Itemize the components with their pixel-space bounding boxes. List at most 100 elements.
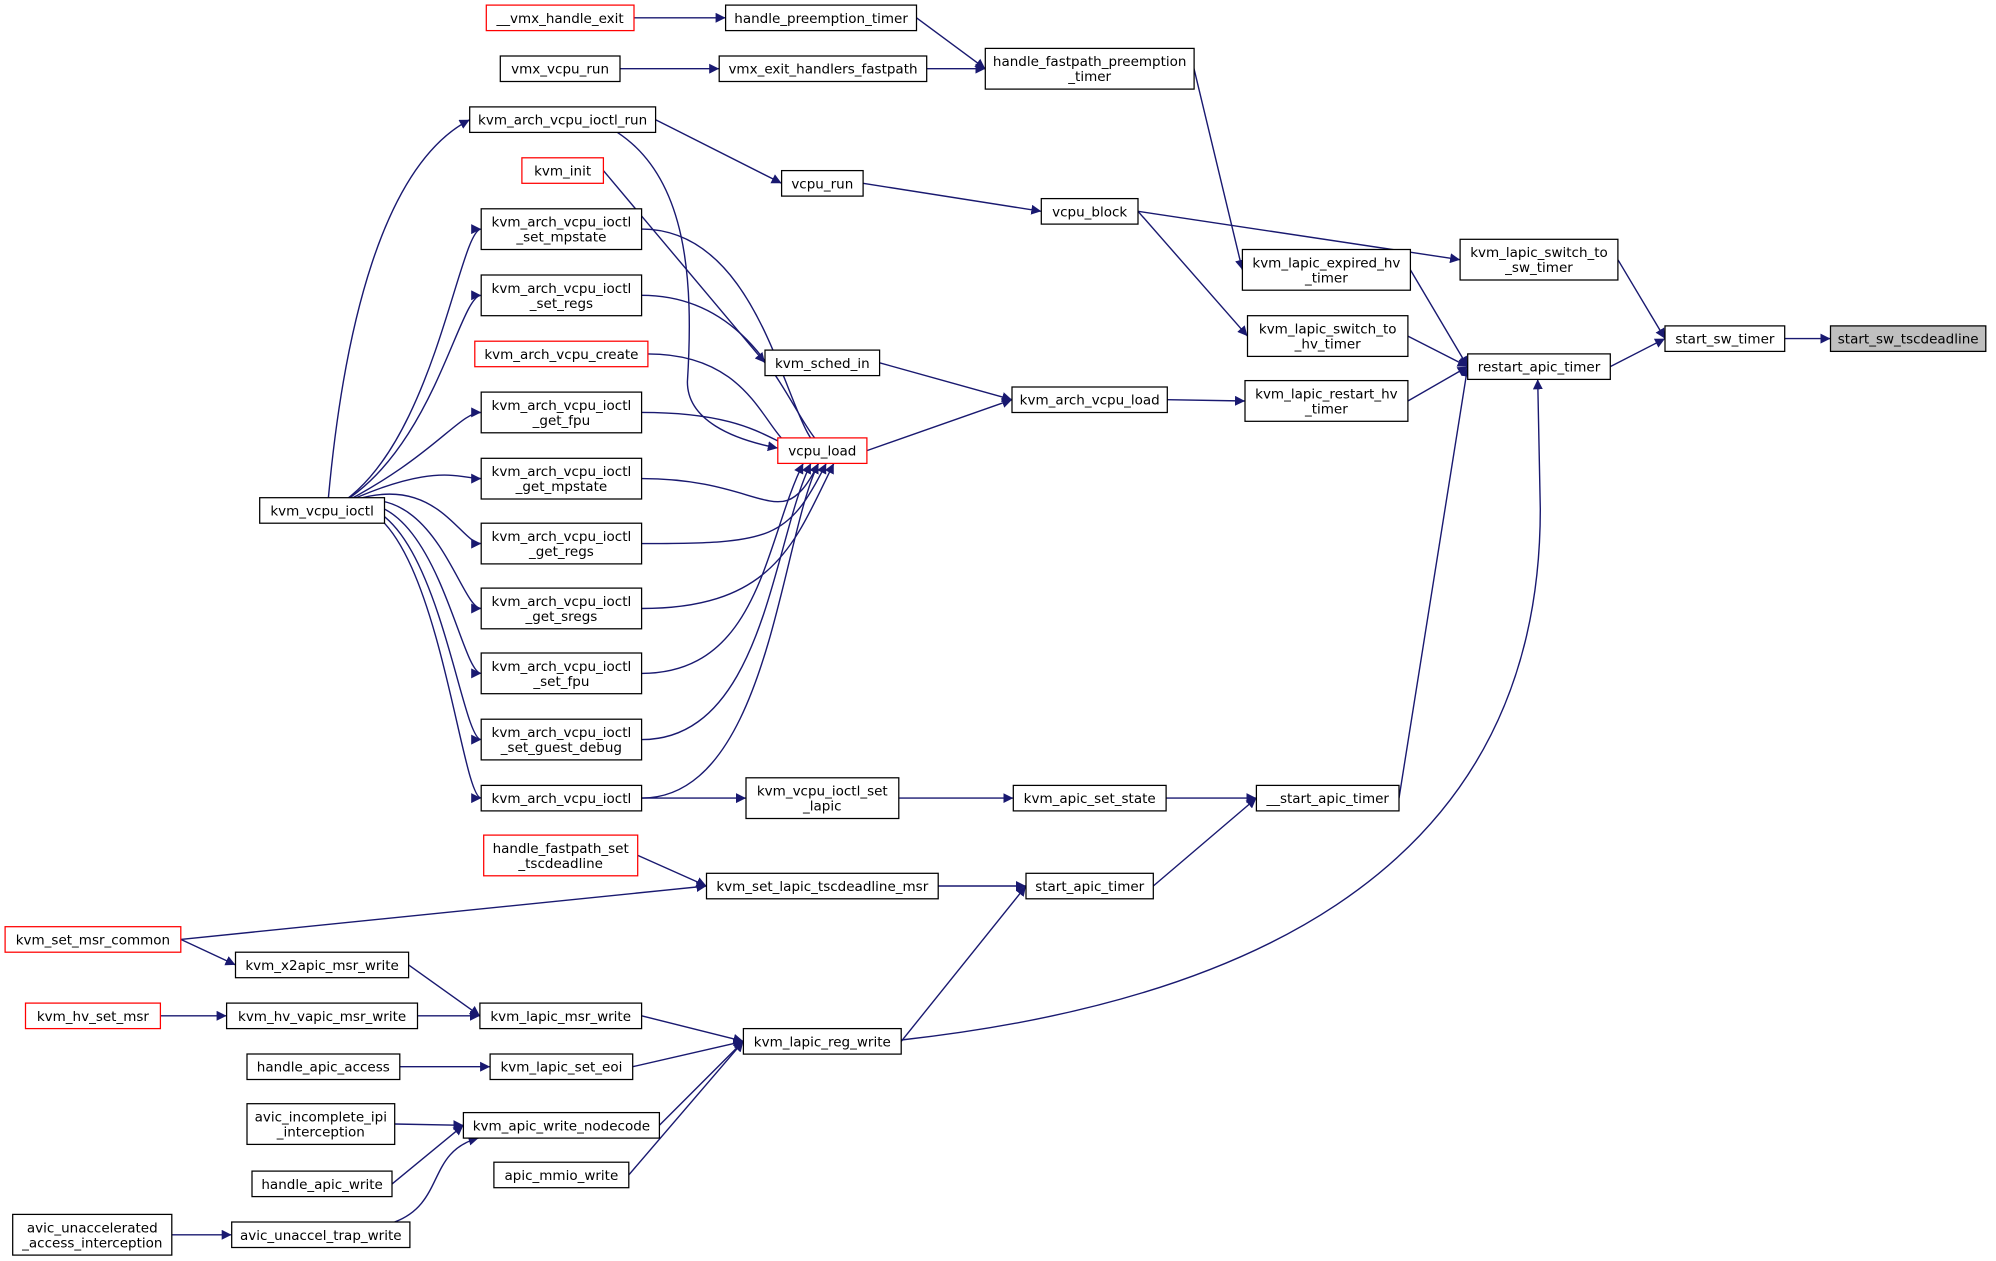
function-node-box[interactable] xyxy=(480,652,643,695)
function-node[interactable]: start_sw_timer xyxy=(1664,325,1786,353)
function-node-box[interactable] xyxy=(462,1111,661,1139)
function-node-box[interactable] xyxy=(1459,238,1619,281)
function-node-box[interactable] xyxy=(1829,325,1987,353)
function-node-box[interactable] xyxy=(259,497,386,524)
function-node-box[interactable] xyxy=(479,1002,643,1030)
function-node[interactable]: kvm_lapic_expired_hv_timer xyxy=(1241,248,1412,291)
function-node[interactable]: avic_unaccelerated_access_interception xyxy=(12,1213,173,1256)
function-node-box[interactable] xyxy=(745,777,900,820)
function-node[interactable]: kvm_init xyxy=(521,157,605,184)
function-node-box[interactable] xyxy=(480,457,643,500)
function-node-box[interactable] xyxy=(493,1161,630,1189)
function-node-box[interactable] xyxy=(4,926,182,953)
function-node-box[interactable] xyxy=(1241,248,1412,291)
function-node-box[interactable] xyxy=(1244,379,1409,422)
function-node[interactable]: vcpu_run xyxy=(780,169,864,197)
function-node[interactable]: kvm_set_msr_common xyxy=(4,926,182,953)
function-node[interactable]: kvm_arch_vcpu_ioctl_run xyxy=(469,106,657,134)
function-node[interactable]: kvm_apic_set_state xyxy=(1012,784,1167,812)
function-node[interactable]: kvm_arch_vcpu_ioctl_set_mpstate xyxy=(480,208,643,251)
function-node-box[interactable] xyxy=(1246,315,1409,358)
function-node-box[interactable] xyxy=(225,1002,419,1030)
function-node[interactable]: kvm_arch_vcpu_load xyxy=(1011,386,1168,414)
function-node-box[interactable] xyxy=(1664,325,1786,353)
function-node[interactable]: kvm_lapic_switch_to_hv_timer xyxy=(1246,315,1409,358)
function-node[interactable]: kvm_arch_vcpu_ioctl xyxy=(480,784,643,812)
function-node[interactable]: apic_mmio_write xyxy=(493,1161,630,1189)
function-node[interactable]: kvm_lapic_msr_write xyxy=(479,1002,643,1030)
function-node-box[interactable] xyxy=(984,47,1195,90)
function-node-box[interactable] xyxy=(499,55,621,83)
function-node[interactable]: vcpu_load xyxy=(777,437,868,465)
function-node[interactable]: __start_apic_timer xyxy=(1255,784,1400,812)
function-node-box[interactable] xyxy=(1012,784,1167,812)
function-node[interactable]: handle_fastpath_set_tscdeadline xyxy=(483,834,639,877)
function-node-box[interactable] xyxy=(1040,197,1139,225)
function-node[interactable]: kvm_arch_vcpu_ioctl_get_fpu xyxy=(480,391,643,434)
function-node-box[interactable] xyxy=(24,1002,162,1030)
function-node-box[interactable] xyxy=(246,1053,401,1081)
function-node[interactable]: kvm_arch_vcpu_ioctl_get_sregs xyxy=(480,587,643,630)
function-node-box[interactable] xyxy=(234,951,410,979)
function-node[interactable]: start_apic_timer xyxy=(1025,872,1154,900)
function-node-box[interactable] xyxy=(251,1170,393,1198)
function-node[interactable]: kvm_arch_vcpu_ioctl_set_fpu xyxy=(480,652,643,695)
function-node[interactable]: vmx_exit_handlers_fastpath xyxy=(718,55,928,83)
function-node-box[interactable] xyxy=(246,1103,396,1146)
function-node-box[interactable] xyxy=(12,1213,173,1256)
function-node[interactable]: kvm_vcpu_ioctl_set_lapic xyxy=(745,777,900,820)
function-node[interactable]: kvm_lapic_switch_to_sw_timer xyxy=(1459,238,1619,281)
function-node-box[interactable] xyxy=(480,391,643,434)
function-node-box[interactable] xyxy=(480,522,643,565)
function-node-box[interactable] xyxy=(231,1221,411,1249)
function-node[interactable]: kvm_hv_set_msr xyxy=(24,1002,162,1030)
function-node-box[interactable] xyxy=(483,834,639,877)
function-node[interactable]: kvm_lapic_restart_hv_timer xyxy=(1244,379,1409,422)
function-node-box[interactable] xyxy=(485,4,635,32)
function-node-box[interactable] xyxy=(705,872,939,900)
function-node-box[interactable] xyxy=(780,169,864,197)
function-node[interactable]: handle_preemption_timer xyxy=(724,4,918,32)
function-node[interactable]: kvm_x2apic_msr_write xyxy=(234,951,410,979)
function-node[interactable]: kvm_vcpu_ioctl xyxy=(259,497,386,524)
function-node[interactable]: handle_fastpath_preemption_timer xyxy=(984,47,1195,90)
function-node[interactable]: kvm_lapic_reg_write xyxy=(742,1027,902,1055)
function-node[interactable]: restart_apic_timer xyxy=(1467,353,1611,381)
function-node[interactable]: vmx_vcpu_run xyxy=(499,55,621,83)
function-node[interactable]: kvm_sched_in xyxy=(764,349,881,377)
function-node-box[interactable] xyxy=(480,208,643,251)
function-node-box[interactable] xyxy=(1011,386,1168,414)
function-node-box[interactable] xyxy=(724,4,918,32)
function-node-box[interactable] xyxy=(521,157,605,184)
function-node-box[interactable] xyxy=(764,349,881,377)
function-node-box[interactable] xyxy=(777,437,868,465)
function-node[interactable]: start_sw_tscdeadline xyxy=(1829,325,1987,353)
function-node[interactable]: kvm_apic_write_nodecode xyxy=(462,1111,661,1139)
function-node[interactable]: kvm_hv_vapic_msr_write xyxy=(225,1002,419,1030)
function-node-box[interactable] xyxy=(1025,872,1154,900)
function-node-box[interactable] xyxy=(718,55,928,83)
function-node-box[interactable] xyxy=(480,587,643,630)
function-node[interactable]: kvm_lapic_set_eoi xyxy=(489,1053,634,1081)
function-node[interactable]: kvm_arch_vcpu_ioctl_get_mpstate xyxy=(480,457,643,500)
function-node-box[interactable] xyxy=(489,1053,634,1081)
function-node[interactable]: avic_unaccel_trap_write xyxy=(231,1221,411,1249)
function-node[interactable]: avic_incomplete_ipi_interception xyxy=(246,1103,396,1146)
function-node[interactable]: kvm_arch_vcpu_ioctl_set_regs xyxy=(480,274,643,317)
function-node[interactable]: handle_apic_write xyxy=(251,1170,393,1198)
function-node[interactable]: kvm_set_lapic_tscdeadline_msr xyxy=(705,872,939,900)
function-node-box[interactable] xyxy=(1255,784,1400,812)
function-node-box[interactable] xyxy=(469,106,657,134)
function-node-box[interactable] xyxy=(474,340,649,368)
function-node[interactable]: kvm_arch_vcpu_ioctl_set_guest_debug xyxy=(480,718,643,761)
function-node[interactable]: kvm_arch_vcpu_ioctl_get_regs xyxy=(480,522,643,565)
function-node-box[interactable] xyxy=(1467,353,1611,381)
function-node[interactable]: vcpu_block xyxy=(1040,197,1139,225)
function-node-box[interactable] xyxy=(480,784,643,812)
function-node[interactable]: __vmx_handle_exit xyxy=(485,4,635,32)
function-node-box[interactable] xyxy=(480,718,643,761)
function-node[interactable]: handle_apic_access xyxy=(246,1053,401,1081)
function-node[interactable]: kvm_arch_vcpu_create xyxy=(474,340,649,368)
function-node-box[interactable] xyxy=(480,274,643,317)
function-node-box[interactable] xyxy=(742,1027,902,1055)
